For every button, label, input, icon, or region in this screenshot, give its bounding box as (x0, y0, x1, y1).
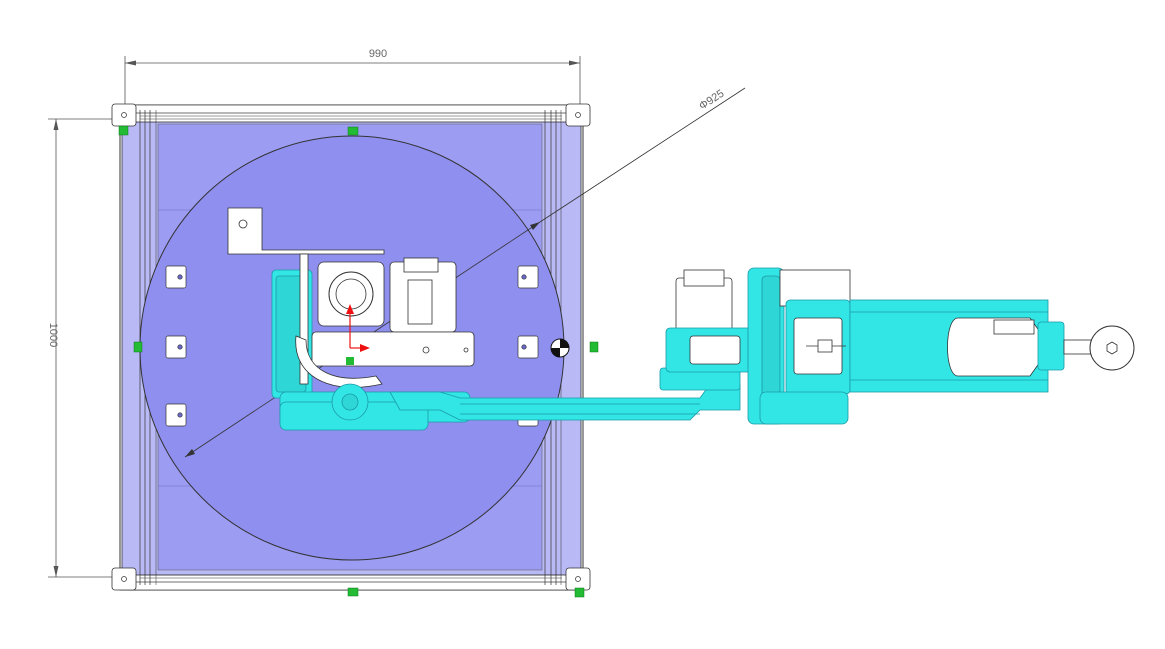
robot-forearm (849, 299, 1135, 393)
height-dimension-label: 1000 (47, 323, 59, 347)
reference-markers (118, 125, 599, 598)
origin-marker (346, 357, 354, 365)
robot-base (271, 253, 475, 431)
sensor-plate (227, 207, 385, 255)
width-dimension (124, 56, 581, 110)
robot-arm-link (389, 367, 741, 421)
robot-elbow-joint (665, 267, 851, 425)
center-of-mass-symbol (550, 338, 570, 358)
width-dimension-label: 990 (369, 48, 387, 60)
height-dimension (48, 118, 122, 578)
diameter-dimension-label: Φ925 (697, 88, 726, 113)
coordinate-axes (346, 304, 370, 352)
